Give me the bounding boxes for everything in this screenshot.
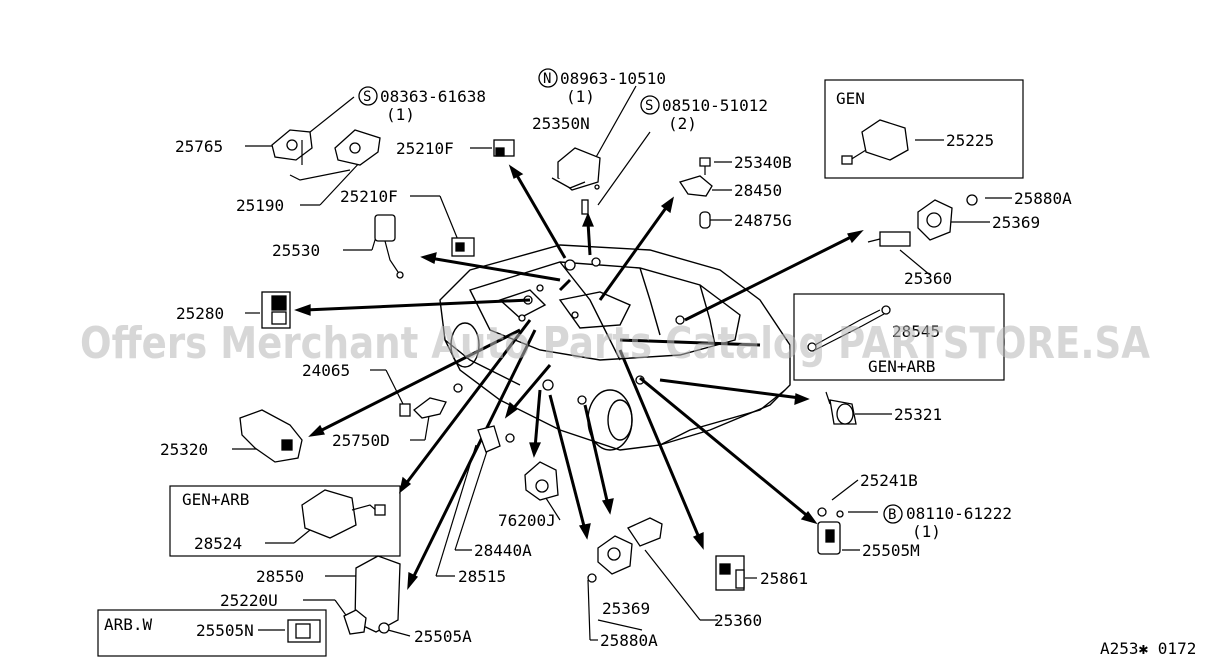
symbol-n: N: [543, 71, 551, 87]
label-28515: 28515: [458, 567, 506, 586]
label-25320: 25320: [160, 440, 208, 459]
gen-arb-right-box-title: GEN+ARB: [868, 357, 935, 376]
gen-arb-left-box: [169, 485, 401, 557]
gen-arb-left-box-title: GEN+ARB: [182, 490, 249, 509]
label-28450: 28450: [734, 181, 782, 200]
label-28440a: 28440A: [474, 541, 532, 560]
label-76200j: 76200J: [498, 511, 556, 530]
label-24875g: 24875G: [734, 211, 792, 230]
label-08510-51012: 08510-51012: [662, 96, 768, 115]
label-08363-qty: (1): [386, 105, 415, 124]
label-25369-top: 25369: [992, 213, 1040, 232]
label-28524: 28524: [194, 534, 242, 553]
label-08510-qty: (2): [668, 114, 697, 133]
gen-box-title: GEN: [836, 89, 865, 108]
label-25505m: 25505M: [862, 541, 920, 560]
connector-arrows: [294, 164, 864, 590]
label-25505a: 25505A: [414, 627, 472, 646]
label-25765: 25765: [175, 137, 223, 156]
label-25220u: 25220U: [220, 591, 278, 610]
gen-box: [824, 79, 1024, 179]
gen-arb-right-box: [793, 293, 1005, 381]
label-25321: 25321: [894, 405, 942, 424]
label-08363-61638: 08363-61638: [380, 87, 486, 106]
part-drawings: [239, 119, 978, 643]
label-24065: 24065: [302, 361, 350, 380]
label-25861: 25861: [760, 569, 808, 588]
label-25880a-bot: 25880A: [600, 631, 658, 650]
label-08110-qty: (1): [912, 522, 941, 541]
label-25505n: 25505N: [196, 621, 254, 640]
label-25880a-top: 25880A: [1014, 189, 1072, 208]
label-25369-bot: 25369: [602, 599, 650, 618]
label-25225: 25225: [946, 131, 994, 150]
label-25750d: 25750D: [332, 431, 390, 450]
arbw-box-title: ARB.W: [104, 615, 153, 634]
symbol-s-1: S: [363, 89, 371, 105]
label-25360-bot: 25360: [714, 611, 762, 630]
arbw-box: [97, 609, 327, 657]
label-28550: 28550: [256, 567, 304, 586]
label-08963-qty: (1): [566, 87, 595, 106]
label-25241b: 25241B: [860, 471, 918, 490]
label-25530: 25530: [272, 241, 320, 260]
label-25190: 25190: [236, 196, 284, 215]
diagram-code: A253✱ 0172: [1100, 639, 1196, 658]
label-08963-10510: 08963-10510: [560, 69, 666, 88]
watermark-text: Offers Merchant Auto Parts Catalog PARTS…: [80, 318, 1150, 369]
label-25210f-top: 25210F: [396, 139, 454, 158]
car-body-illustration: [439, 244, 791, 451]
circled-symbols: S N S B: [358, 68, 903, 524]
label-25350n: 25350N: [532, 114, 590, 133]
label-28545: 28545: [892, 322, 940, 341]
label-25360-top: 25360: [904, 269, 952, 288]
symbol-b: B: [888, 507, 896, 523]
part-labels: 08363-61638 (1) 08963-10510 (1) 08510-51…: [160, 69, 1072, 650]
label-25210f: 25210F: [340, 187, 398, 206]
symbol-s-2: S: [645, 98, 653, 114]
label-25340b: 25340B: [734, 153, 792, 172]
label-08110-61222: 08110-61222: [906, 504, 1012, 523]
label-25280: 25280: [176, 304, 224, 323]
